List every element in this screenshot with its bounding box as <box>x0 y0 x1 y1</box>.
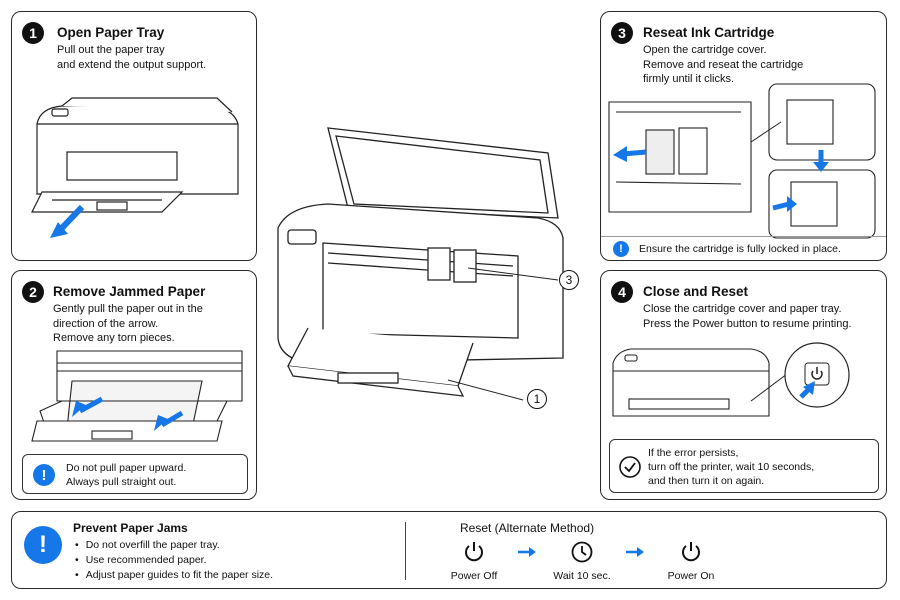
power-icon <box>682 542 700 562</box>
step-2-note-text: Do not pull paper upward. Always pull st… <box>66 462 187 488</box>
step-4-note: If the error persists, turn off the prin… <box>609 439 879 493</box>
prevent-item: Use recommended paper. <box>75 553 273 568</box>
step-2-number: 2 <box>22 281 44 303</box>
prevent-item: Adjust paper guides to fit the paper siz… <box>75 568 273 583</box>
step-2-title: Remove Jammed Paper <box>53 284 206 299</box>
step-1-description: Pull out the paper tray and extend the o… <box>57 44 207 71</box>
pull-arrow <box>57 204 85 233</box>
divider <box>405 522 406 580</box>
step-4-number: 4 <box>611 281 633 303</box>
prevent-title: Prevent Paper Jams <box>73 521 188 535</box>
step-4-title: Close and Reset <box>643 284 749 299</box>
jammed-paper-illustration <box>31 350 243 442</box>
prevent-item: Do not overfill the paper tray. <box>75 538 273 553</box>
callout-3: 3 <box>559 270 579 290</box>
step-3-note-text: Ensure the cartridge is fully locked in … <box>639 243 841 255</box>
checkmark-icon <box>619 456 641 478</box>
callout-1: 1 <box>527 389 547 409</box>
step-4-description: Close the cartridge cover and paper tray… <box>643 303 852 330</box>
step-2-description: Gently pull the paper out in the directi… <box>53 303 203 344</box>
step-1-title: Open Paper Tray <box>57 25 165 40</box>
arrow-right-icon <box>518 547 536 557</box>
reset-illustration <box>612 342 850 417</box>
cartridge-illustration <box>608 83 876 239</box>
arrow-right-icon <box>626 547 644 557</box>
step-3-description: Open the cartridge cover. Remove and res… <box>643 44 804 85</box>
step-3-number: 3 <box>611 22 633 44</box>
step-1-number: 1 <box>22 22 44 44</box>
step-4-note-text: If the error persists, turn off the prin… <box>648 447 815 487</box>
info-icon: ! <box>33 464 55 486</box>
alert-icon: ! <box>24 526 62 564</box>
sequence-label-power-on: Power On <box>667 570 715 582</box>
step-4-panel: 4 Close and Reset Close the cartridge co… <box>600 270 887 500</box>
step-3-note: ! Ensure the cartridge is fully locked i… <box>601 236 886 260</box>
step-2-panel: 2 Remove Jammed Paper Gently pull the pa… <box>11 270 257 500</box>
printer-main-illustration <box>277 127 564 401</box>
prevent-list: Do not overfill the paper tray. Use reco… <box>75 538 273 583</box>
clock-icon <box>571 541 593 563</box>
step-2-note: ! Do not pull paper upward. Always pull … <box>22 454 248 494</box>
bottom-panel: ! Prevent Paper Jams Do not overfill the… <box>11 511 887 589</box>
step-1-panel: 1 Open Paper Tray Pull out the paper tra… <box>11 11 257 261</box>
sequence-label-wait: Wait 10 sec. <box>553 570 611 582</box>
step-3-title: Reseat Ink Cartridge <box>643 25 775 40</box>
info-icon: ! <box>613 241 629 257</box>
step-3-panel: 3 Reseat Ink Cartridge Open the cartridg… <box>600 11 887 261</box>
printer-tray-illustration <box>31 97 239 238</box>
power-icon <box>465 542 483 562</box>
reset-title: Reset (Alternate Method) <box>460 521 595 535</box>
sequence-label-power-off: Power Off <box>450 570 498 582</box>
